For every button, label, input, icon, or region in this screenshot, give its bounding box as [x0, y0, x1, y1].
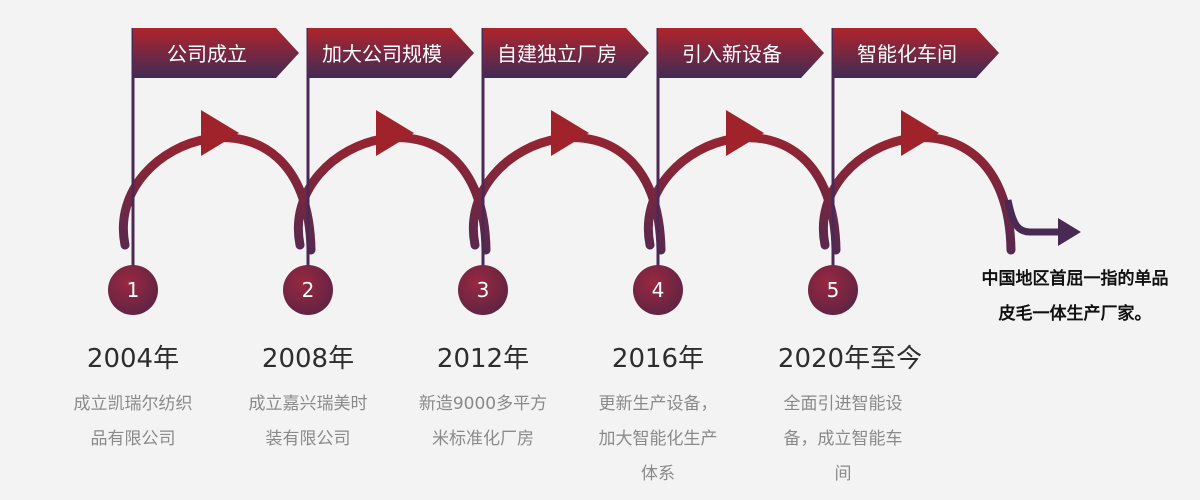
flag-pole: [131, 28, 135, 284]
arc-connector: [118, 133, 316, 255]
milestone-number-circle: [633, 265, 683, 315]
arc-connector: [293, 133, 491, 255]
arrow-head-icon: [726, 110, 764, 156]
arc-connectors: [118, 110, 1081, 255]
final-statement: 中国地区首屈一指的单品 皮毛一体生产厂家。: [981, 269, 1169, 324]
arrow-right-icon: [1058, 218, 1081, 246]
milestone-flag-label: 智能化车间: [857, 42, 957, 66]
milestone-year: 2012年: [436, 344, 530, 374]
milestone-number-circle: [808, 265, 858, 315]
milestone-number-circle: [458, 265, 508, 315]
milestone-flag-label: 加大公司规模: [322, 42, 442, 66]
milestone-flag-label: 引入新设备: [682, 42, 782, 66]
milestone-flag: [833, 28, 999, 78]
arc-connector: [468, 133, 666, 255]
milestone-year: 2016年: [611, 344, 705, 374]
arrow-head-icon: [201, 110, 239, 156]
milestone-number: 5: [827, 278, 840, 302]
milestone-number: 4: [652, 278, 665, 302]
milestone-description: 成立嘉兴瑞美时 装有限公司: [248, 394, 368, 449]
flag-pole: [306, 28, 310, 284]
milestone-number-circle: [283, 265, 333, 315]
milestone-flags: 公司成立 加大公司规模 自建独立厂房 引入新设备 智能化车间: [133, 28, 999, 78]
milestone-flag: [308, 28, 474, 78]
arc-connector: [643, 133, 841, 255]
milestone-number: 3: [477, 278, 490, 302]
milestone-year: 2008年: [261, 344, 355, 374]
milestone-number-circle: [108, 265, 158, 315]
arrow-head-icon: [551, 110, 589, 156]
final-arrow-line: [1004, 199, 1063, 236]
milestone-flag: [483, 28, 649, 78]
milestone-flag: [133, 28, 299, 78]
milestone-flag-label: 自建独立厂房: [497, 42, 617, 66]
flag-pole: [831, 28, 835, 284]
milestone-year: 2020年至今: [777, 344, 923, 374]
flag-pole: [656, 28, 660, 284]
milestone-description: 成立凯瑞尔纺织 品有限公司: [73, 394, 193, 449]
milestone-description: 全面引进智能设 备，成立智能车 间: [783, 394, 903, 484]
milestone-year: 2004年: [86, 344, 180, 374]
flag-poles: [131, 28, 835, 284]
milestone-description: 更新生产设备， 加大智能化生产 体系: [598, 394, 718, 484]
arc-connector: [818, 133, 1016, 255]
milestone-number: 2: [302, 278, 315, 302]
milestone-flag: [658, 28, 824, 78]
milestone-number-circles: 1 2 3 4 5: [108, 265, 858, 315]
milestone-flag-label: 公司成立: [167, 42, 247, 66]
milestone-number: 1: [127, 278, 140, 302]
milestone-description: 新造9000多平方 米标准化厂房: [418, 394, 548, 449]
flag-pole: [481, 28, 485, 284]
arrow-head-icon: [376, 110, 414, 156]
arrow-head-icon: [901, 110, 939, 156]
